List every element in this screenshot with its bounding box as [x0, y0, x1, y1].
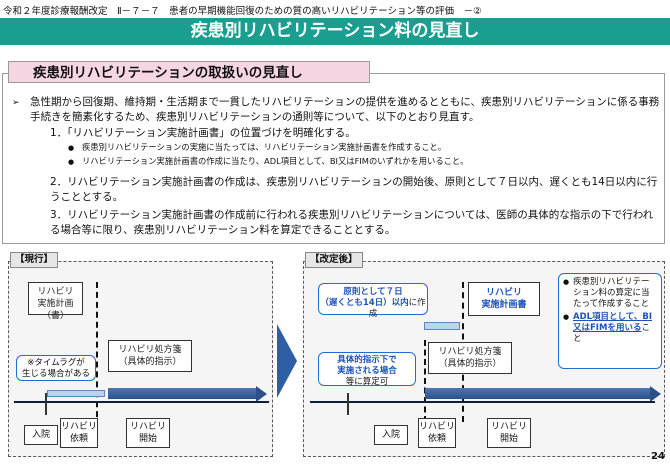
- prescription-box-revised: リハビリ処方箋 （具体的指示）: [428, 342, 512, 374]
- note-1: ● 疾患別リハビリテーション料の算定に当たって作成すること: [563, 277, 657, 310]
- section-heading: 疾患別リハビリテーションの取扱いの見直し: [8, 61, 370, 83]
- prescription-box: リハビリ処方箋 （具体的指示）: [108, 340, 192, 372]
- note-2c-text: こと: [573, 323, 650, 344]
- plan-marker-line: [96, 282, 98, 437]
- bullet-dot-icon: ●: [68, 144, 75, 152]
- timeline-axis: [14, 401, 269, 403]
- revised-tag: 【改定後】: [305, 252, 363, 268]
- instruction-label-1: 具体的指示下で: [337, 355, 397, 365]
- sub-item-1: 疾患別リハビリテーションの実施に当たっては、リハビリテーション実施計画書を作成す…: [82, 142, 447, 152]
- time-lag-callout: ※タイムラグが 生じる場合がある: [16, 355, 96, 381]
- bullet-dot-icon: ●: [563, 278, 570, 286]
- milestone-start-revised-1: リハビリ: [490, 422, 527, 432]
- plan-label-2: 実施計画（書）: [37, 299, 74, 321]
- milestone-start-2: 開始: [138, 434, 157, 444]
- instruction-label-2: 実施される場合: [337, 366, 397, 376]
- note-2a-text: ADL項目として、BI又はFIM: [573, 312, 653, 333]
- instruction-callout: 具体的指示下で 実施される場合 等に算定可: [318, 352, 416, 387]
- current-tag: 【現行】: [10, 252, 59, 268]
- deadline-callout: 原則として７日 （遅くとも14日）以内に作成: [318, 283, 428, 319]
- arrow-right-icon: [650, 386, 661, 402]
- banner-title: 疾患別リハビリテーション料の見直し: [0, 18, 670, 45]
- plan-label-1: リハビリ: [37, 287, 74, 297]
- milestone-request-revised-1: リハビリ: [419, 422, 456, 432]
- transition-arrow-icon: [277, 324, 297, 398]
- arrow-right-icon: [256, 386, 267, 402]
- plan-revised-label-1: リハビリ: [485, 288, 522, 298]
- admit-tick: [45, 393, 47, 415]
- deadline-label-2: （遅くとも14日）以内に作成: [319, 298, 427, 320]
- milestone-start-revised: リハビリ 開始: [487, 418, 531, 448]
- rehab-duration-bar: [108, 388, 258, 399]
- milestone-request-2: 依頼: [69, 434, 88, 444]
- bullet-arrow-icon: ➢: [12, 98, 20, 108]
- intro-text: 急性期から回復期、維持期・生活期まで一貫したリハビリテーションの提供を進めるとと…: [30, 96, 660, 123]
- plan-revised-label-2: 実施計画書: [481, 300, 527, 310]
- prescription-label-2: （具体的指示）: [118, 357, 182, 367]
- page-caption: 令和２年度診療報酬改定 Ⅱ－７－７ 患者の早期機能回復のための質の高いリハビリテ…: [3, 6, 482, 17]
- deadline-label-2a: （遅くとも14日）以内: [320, 298, 409, 308]
- deadline-label-2b: に作成: [368, 298, 426, 319]
- lag-range-bar: [47, 390, 105, 397]
- milestone-admit-revised: 入院: [374, 425, 408, 445]
- instruction-label-3: 等に算定可: [345, 377, 389, 387]
- milestone-request-revised: リハビリ 依頼: [418, 418, 456, 448]
- milestone-start-1: リハビリ: [129, 422, 166, 432]
- milestone-start-revised-2: 開始: [499, 434, 518, 444]
- time-lag-label-1: ※タイムラグが: [27, 358, 85, 368]
- deadline-range-bar: [424, 322, 460, 330]
- list-item-1: 1．「リハビリテーション実施計画書」の位置づけを明確化する。: [50, 127, 356, 139]
- list-item-2: 2．リハビリテーション実施計画書の作成は、疾患別リハビリテーションの開始後、原則…: [50, 176, 658, 203]
- milestone-request: リハビリ 依頼: [60, 418, 98, 448]
- rehab-duration-bar-revised: [425, 388, 653, 399]
- admit-tick-revised: [347, 393, 349, 415]
- notes-callout: ● 疾患別リハビリテーション料の算定に当たって作成すること ● ADL項目として…: [558, 273, 662, 369]
- plan-box-revised: リハビリ 実施計画書: [468, 282, 540, 316]
- page-number: 24: [651, 451, 665, 462]
- milestone-request-1: リハビリ: [61, 422, 98, 432]
- plan-box: リハビリ 実施計画（書）: [28, 282, 83, 321]
- timeline-axis-revised: [310, 401, 655, 403]
- bullet-dot-icon: ●: [563, 313, 570, 321]
- sub-item-2: リハビリテーション実施計画書の作成に当たり、ADL項目として、BI又はFIMのい…: [82, 156, 469, 166]
- note-2b-text: を用いる: [607, 323, 642, 333]
- milestone-admit: 入院: [24, 425, 58, 445]
- note-1-text: 疾患別リハビリテーション料の算定に当たって作成すること: [573, 277, 650, 309]
- prescription-revised-label-1: リハビリ処方箋: [438, 347, 502, 357]
- prescription-label-1: リハビリ処方箋: [118, 345, 182, 355]
- note-2: ● ADL項目として、BI又はFIMを用いること: [563, 312, 657, 345]
- prescription-revised-label-2: （具体的指示）: [438, 359, 502, 369]
- list-item-3: 3．リハビリテーション実施計画書の作成前に行われる疾患別リハビリテーションについ…: [50, 209, 654, 236]
- deadline-label-1: 原則として７日: [343, 287, 403, 297]
- time-lag-label-2: 生じる場合がある: [21, 369, 90, 379]
- prescription-marker-line: [424, 340, 426, 422]
- bullet-dot-icon: ●: [68, 158, 75, 166]
- milestone-start: リハビリ 開始: [126, 418, 170, 448]
- milestone-request-revised-2: 依頼: [427, 434, 446, 444]
